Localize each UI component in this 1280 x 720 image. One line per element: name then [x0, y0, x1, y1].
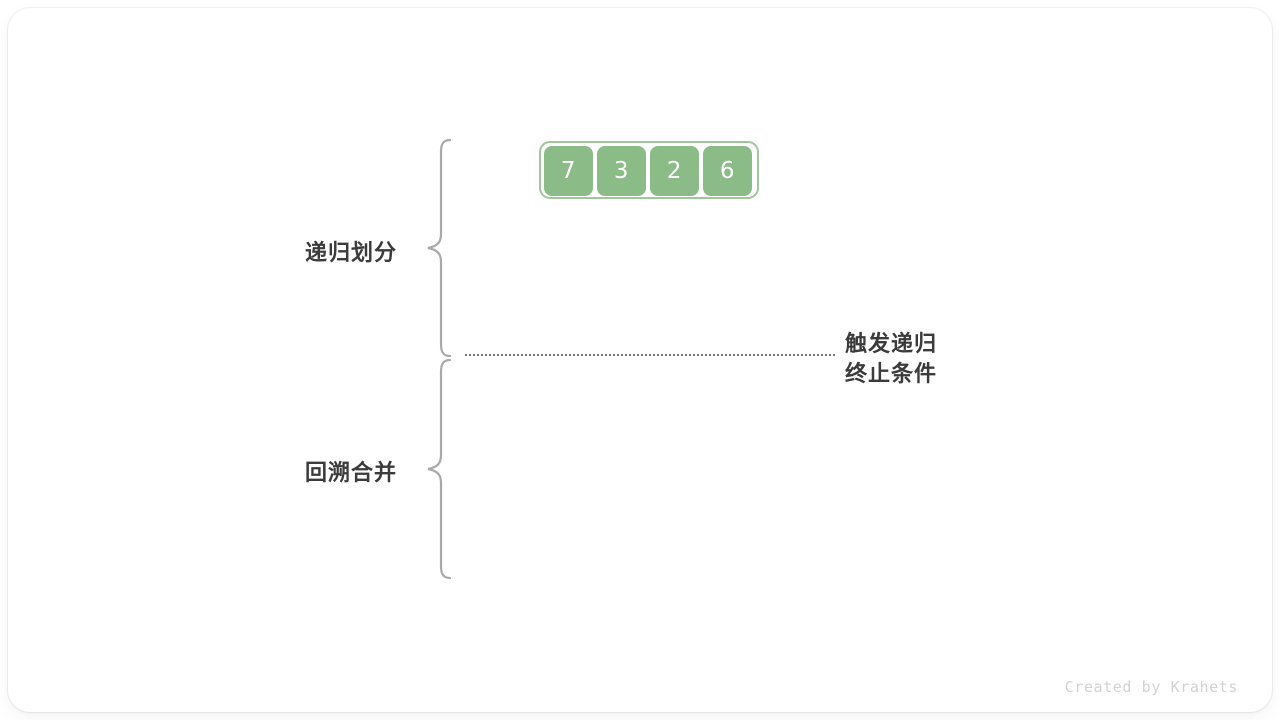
array-cell: 2	[650, 146, 699, 196]
input-array: 7 3 2 6	[539, 141, 759, 199]
divide-brace	[426, 138, 452, 363]
array-cell: 6	[703, 146, 752, 196]
phase-label-divide: 递归划分	[305, 241, 398, 266]
credit-text: Created by Krahets	[1064, 678, 1238, 696]
annotation-line-2: 终止条件	[845, 362, 938, 387]
array-cell: 3	[597, 146, 646, 196]
phase-label-merge: 回溯合并	[305, 461, 398, 486]
array-cell: 7	[544, 146, 593, 196]
merge-brace	[426, 358, 452, 585]
annotation-line-1: 触发递归	[845, 332, 938, 357]
termination-annotation: 触发递归 终止条件	[845, 330, 937, 390]
recursion-boundary-divider	[465, 354, 835, 356]
figure-card	[8, 8, 1272, 712]
